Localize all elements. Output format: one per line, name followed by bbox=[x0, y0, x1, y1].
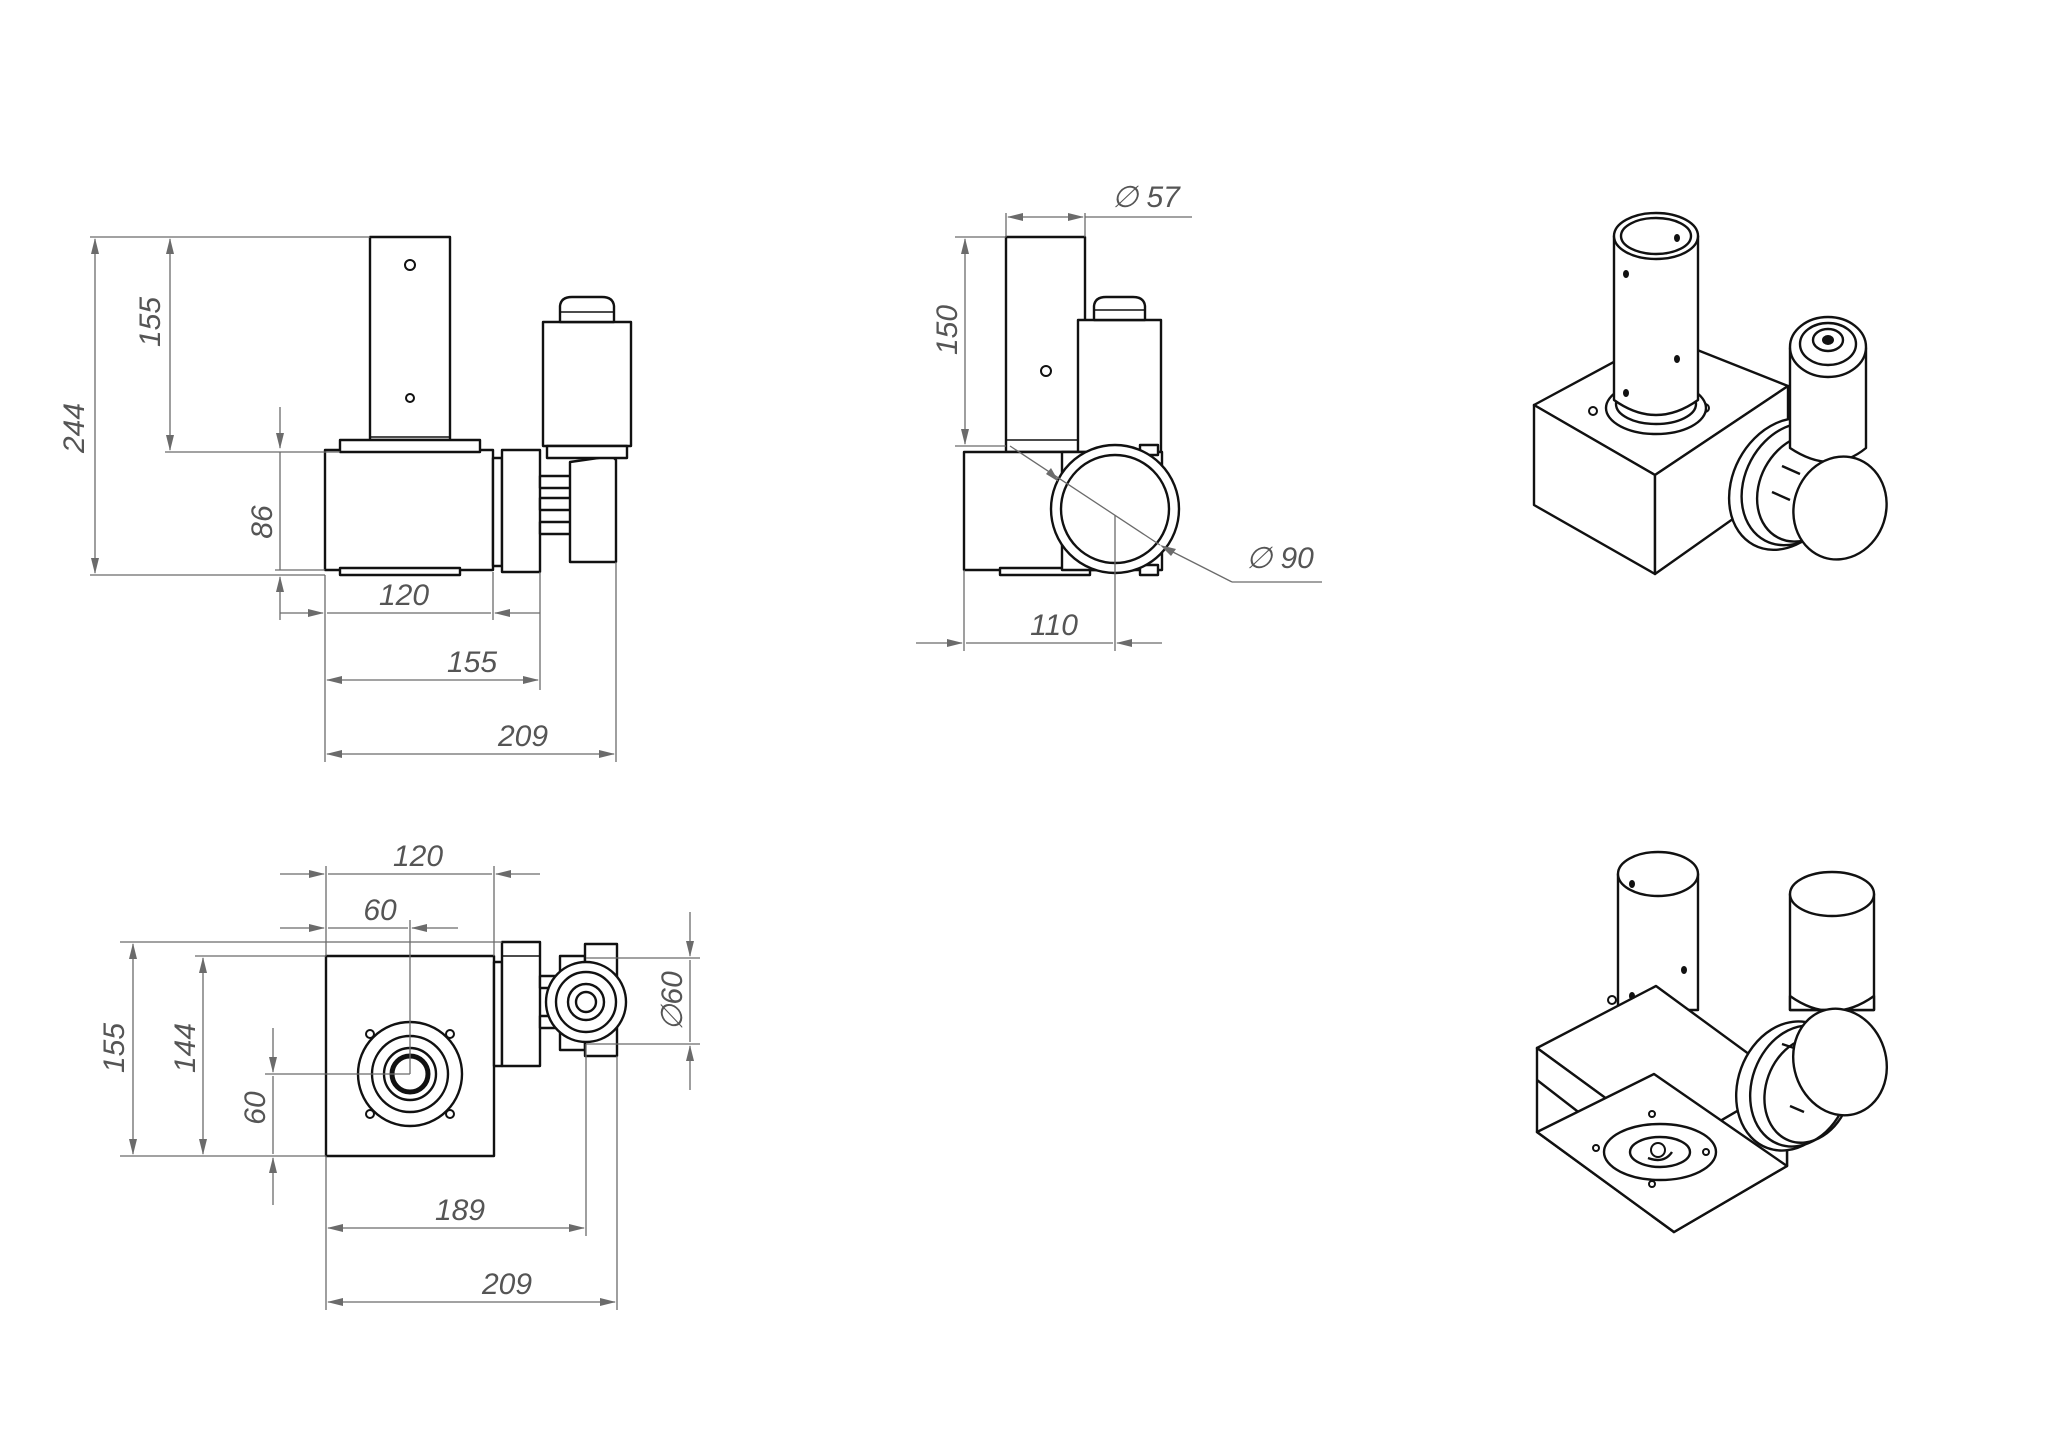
dim-150: 150 bbox=[931, 305, 964, 355]
iso-upper-tube bbox=[1612, 234, 1700, 417]
front-view: 244 155 86 120 155 209 bbox=[58, 235, 633, 762]
dim-155-depth: 155 bbox=[98, 1023, 131, 1073]
dim-144: 144 bbox=[169, 1023, 202, 1073]
dim-86: 86 bbox=[246, 505, 279, 539]
front-body bbox=[323, 448, 495, 572]
dim-120-top: 120 bbox=[393, 840, 443, 873]
dim-dia-90: ∅ 90 bbox=[1246, 542, 1314, 575]
dim-dia-60: ∅60 bbox=[656, 971, 689, 1031]
iso-view-lower bbox=[1535, 850, 1889, 1234]
side-motor bbox=[1076, 318, 1163, 454]
front-tube-hole bbox=[404, 259, 416, 271]
top-motor bbox=[544, 960, 628, 1044]
dim-60-top: 60 bbox=[363, 894, 397, 927]
top-dimensions: 120 60 155 144 60 bbox=[98, 840, 700, 1310]
front-motor bbox=[541, 320, 633, 448]
dim-155-width: 155 bbox=[447, 646, 497, 679]
top-side-flange bbox=[500, 940, 542, 1068]
front-flange bbox=[491, 456, 504, 568]
side-tube bbox=[1004, 235, 1087, 454]
front-gearhead bbox=[568, 454, 618, 564]
dim-dia-57: ∅ 57 bbox=[1112, 181, 1181, 214]
dim-209-top: 209 bbox=[481, 1268, 532, 1301]
dim-120-front: 120 bbox=[379, 579, 429, 612]
side-tube-hole bbox=[1040, 365, 1052, 377]
top-view: 120 60 155 144 60 bbox=[98, 840, 700, 1310]
iso-lower-motor-disk bbox=[1791, 1007, 1889, 1117]
front-dimensions: 244 155 86 120 155 209 bbox=[58, 236, 617, 762]
iso-upper-motor-disk bbox=[1792, 455, 1888, 561]
dim-209-front: 209 bbox=[497, 720, 548, 753]
iso-view-upper bbox=[1532, 211, 1888, 576]
side-dimensions: ∅ 57 150 ∅ 90 110 bbox=[916, 181, 1322, 651]
dim-110: 110 bbox=[1030, 609, 1078, 642]
dim-189: 189 bbox=[435, 1194, 485, 1227]
dim-60-height: 60 bbox=[239, 1091, 272, 1125]
side-view: ∅ 57 150 ∅ 90 110 bbox=[916, 181, 1322, 651]
dim-155-tube: 155 bbox=[134, 297, 167, 347]
dim-244: 244 bbox=[58, 403, 91, 454]
